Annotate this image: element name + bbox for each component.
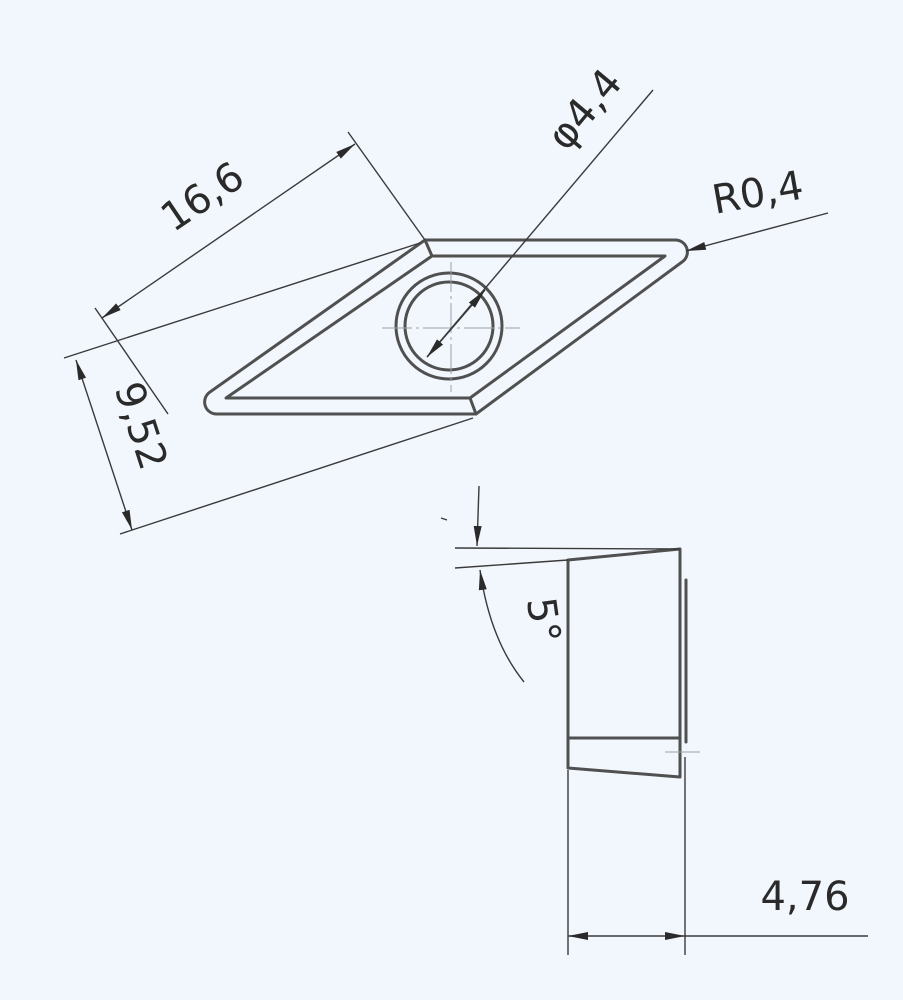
extension-line [454,559,569,569]
angle-arrow-top [473,485,482,547]
extension-line [63,242,421,359]
dimension-thickness: 4,76 [567,757,868,955]
dimension-clearance-angle: 5° [440,485,681,683]
dimension-text-hole-diameter: φ4,4 [538,60,631,159]
dimension-text-corner-radius: R0,4 [709,163,807,224]
insert-edge-bevel-left [423,238,434,258]
hole-inner-circle [403,280,495,372]
dimension-text-clearance-angle: 5° [517,594,569,645]
angle-arc [478,569,525,683]
insert-inner-contour [224,254,667,400]
extension-line [119,417,474,535]
dimension-line [101,143,356,319]
dimension-hole-diameter: φ4,4 [426,60,654,358]
dimension-text-edge-length: 16,6 [153,153,253,241]
hole-outer-circle [394,271,504,381]
side-view-contour [566,547,682,779]
diameter-line [426,289,486,358]
dimension-line [75,359,133,531]
insert-top-view [203,238,689,416]
extension-line [347,131,426,241]
angle-tick [440,517,448,521]
leader-line [685,212,829,252]
insert-side-view [566,547,700,779]
insert-edge-bevel-right [468,396,478,416]
dimension-edge-length: 16,6 [94,131,426,415]
insert-outer-contour [203,238,689,416]
dimension-corner-radius: R0,4 [685,163,829,252]
extension-line [454,547,681,550]
dimension-text-inscribed-circle: 9,52 [105,377,176,476]
dimension-text-thickness: 4,76 [760,874,849,920]
